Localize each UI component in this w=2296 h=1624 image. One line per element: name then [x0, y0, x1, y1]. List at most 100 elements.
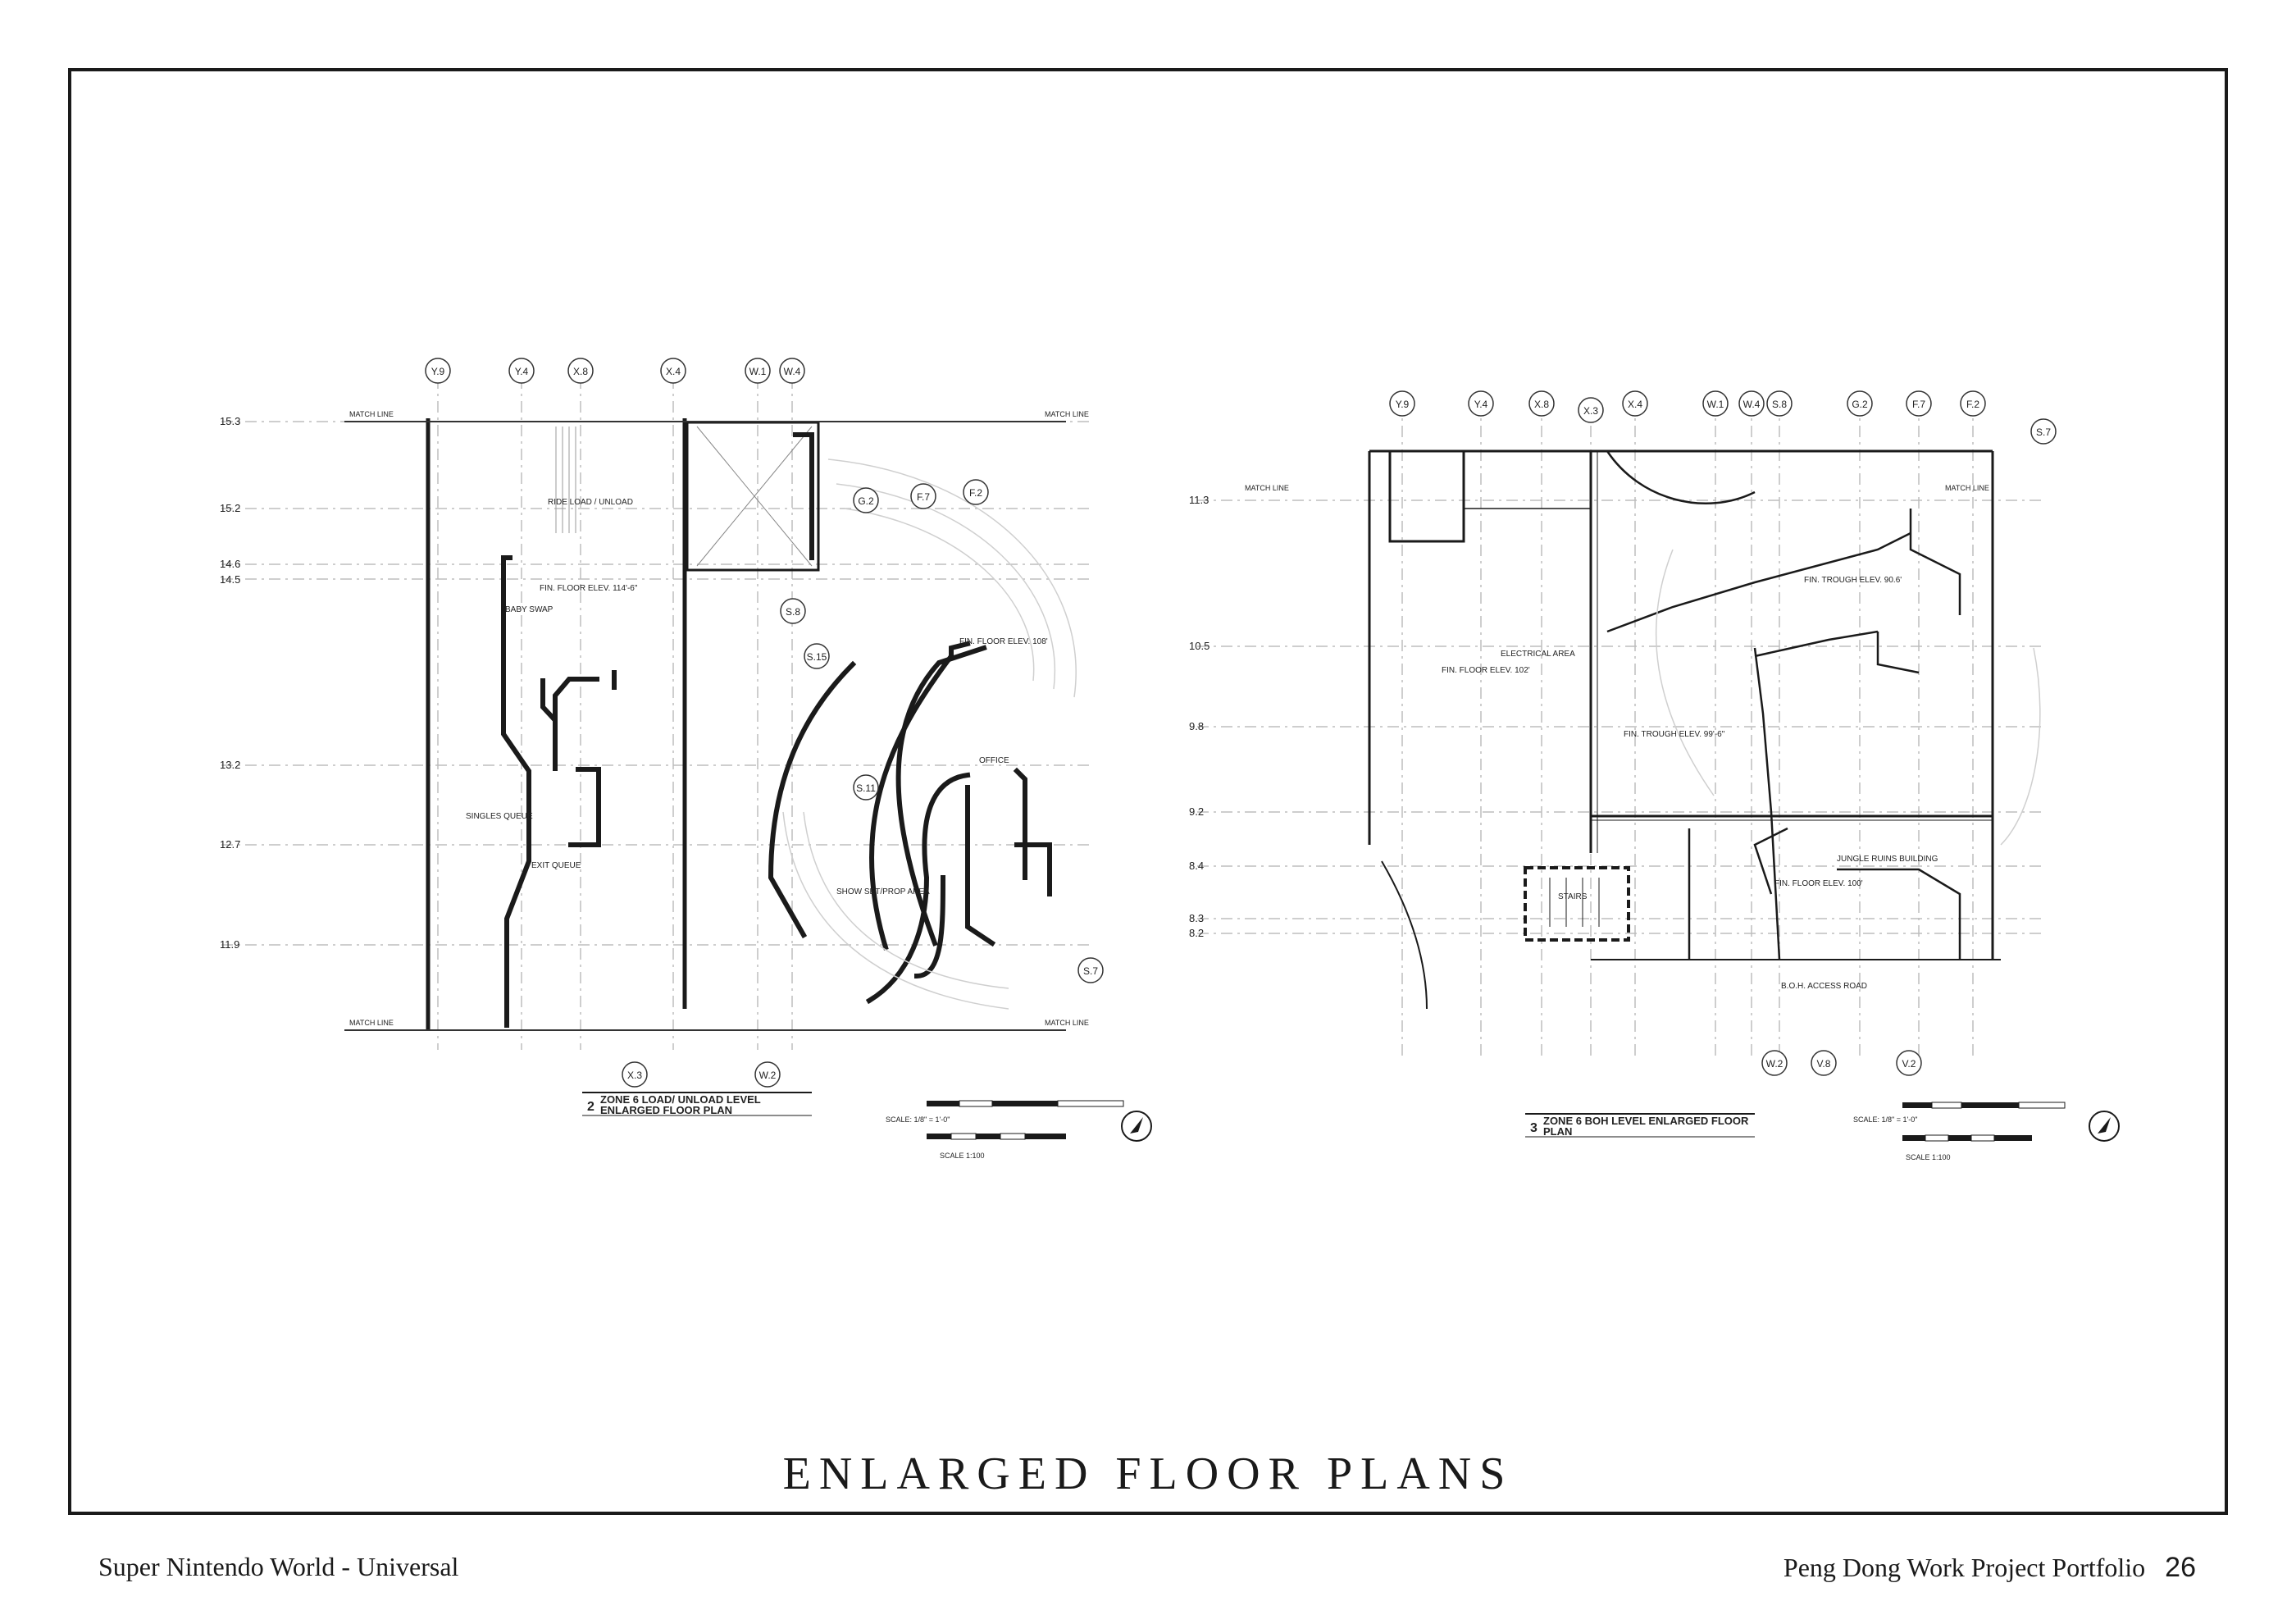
grid-label: S.7 — [2036, 427, 2051, 438]
match-line-label: MATCH LINE — [349, 1019, 394, 1027]
grid-label: G.2 — [1852, 399, 1868, 410]
room-labels: FIN. FLOOR ELEV. 114'-6" BABY SWAP SINGL… — [466, 498, 1048, 896]
room-label: OFFICE — [979, 756, 1009, 765]
room-label: FIN. FLOOR ELEV. 114'-6" — [540, 584, 638, 593]
row-label: 9.8 — [1189, 720, 1204, 732]
grid-bubbles-interior: G.2 F.7 F.2 S.8 S.15 S.11 S.7 — [780, 479, 1104, 983]
interior-walls — [1381, 450, 1961, 1010]
room-label: FIN. TROUGH ELEV. 90.6' — [1804, 576, 1902, 585]
plan-title-line2: PLAN — [1543, 1125, 1572, 1138]
footer-portfolio-name: Peng Dong Work Project Portfolio — [1783, 1553, 2146, 1582]
grid-label: V.2 — [1902, 1058, 1916, 1070]
grid-label: Y.4 — [515, 366, 529, 377]
hatched-band — [555, 427, 576, 533]
grid-label: X.3 — [1583, 405, 1598, 417]
room-label: B.O.H. ACCESS ROAD — [1781, 982, 1867, 991]
page-frame — [68, 68, 2228, 1515]
grid-label: W.1 — [749, 366, 767, 377]
grid-label: F.7 — [917, 491, 930, 503]
room-label: FIN. FLOOR ELEV. 100' — [1774, 879, 1863, 888]
scale-label: SCALE: 1/8" = 1'-0" — [886, 1115, 950, 1124]
match-line-label: MATCH LINE — [1045, 410, 1089, 418]
grid-label: X.8 — [1534, 399, 1549, 410]
row-label: 8.3 — [1189, 912, 1204, 924]
match-line-label: MATCH LINE — [1245, 484, 1289, 492]
grid-label: W.4 — [1743, 399, 1761, 410]
outer-walls — [1368, 449, 2001, 960]
plan-title-line1: ZONE 6 BOH LEVEL ENLARGED FLOOR — [1543, 1115, 1749, 1127]
stair-enclosure — [1524, 866, 1630, 942]
north-arrow-icon — [2089, 1111, 2120, 1142]
room-label: FIN. FLOOR ELEV. 102' — [1442, 666, 1530, 675]
row-label: 15.2 — [220, 502, 240, 514]
grid-label: S.8 — [1772, 399, 1787, 410]
title-block: 3 ZONE 6 BOH LEVEL ENLARGED FLOOR PLAN — [1525, 1113, 1755, 1138]
match-line-label: MATCH LINE — [349, 410, 394, 418]
room-label: SHOW SET/PROP AREA — [836, 887, 930, 896]
room-label: STAIRS — [1558, 892, 1588, 901]
floor-plan-right: Y.9 Y.4 X.8 X.3 X.4 W.1 W.4 S.8 G.2 F.7 … — [1189, 390, 2120, 1161]
match-line-labels: MATCH LINE MATCH LINE MATCH LINE MATCH L… — [349, 410, 1089, 1027]
grid-label: S.11 — [856, 782, 876, 794]
row-label: 14.5 — [220, 573, 240, 586]
match-line-label: MATCH LINE — [1045, 1019, 1089, 1027]
grid-bubbles-bottom: X.3 W.2 — [622, 1061, 781, 1088]
row-labels: 15.3 15.2 14.6 14.5 13.2 12.7 11.9 — [220, 415, 240, 951]
grid-label: W.1 — [1707, 399, 1724, 410]
room-label: ELECTRICAL AREA — [1501, 650, 1575, 659]
room-labels: FIN. FLOOR ELEV. 102' FIN. TROUGH ELEV. … — [1442, 576, 1938, 991]
scale-label: SCALE: 1/8" = 1'-0" — [1853, 1115, 1917, 1124]
room-label: FIN. FLOOR ELEV. 108' — [959, 637, 1048, 646]
curved-track — [1655, 549, 2041, 846]
grid-label: W.2 — [759, 1070, 777, 1081]
floor-plan-left: Y.9 Y.4 X.8 X.4 W.1 W.4 X.3 W.2 G.2 F.7 … — [220, 358, 1152, 1160]
room-label: RIDE LOAD / UNLOAD — [548, 498, 633, 507]
grid-bubbles-top: Y.9 Y.4 X.8 X.3 X.4 W.1 W.4 S.8 G.2 F.7 … — [1389, 390, 2057, 445]
plan-title-line2: ENLARGED FLOOR PLAN — [600, 1104, 732, 1116]
plan-number: 2 — [587, 1100, 594, 1114]
grid-label: Y.9 — [1396, 399, 1410, 410]
grid-label: S.7 — [1083, 965, 1098, 977]
footer-project-name: Super Nintendo World - Universal — [98, 1552, 459, 1581]
grid-lines — [1197, 402, 2042, 1058]
scale-metric-label: SCALE 1:100 — [1906, 1153, 1951, 1161]
grid-label: X.8 — [573, 366, 588, 377]
grid-label: S.15 — [807, 651, 827, 663]
outer-walls — [426, 418, 820, 1030]
grid-label: V.8 — [1817, 1058, 1831, 1070]
grid-label: X.3 — [627, 1070, 642, 1081]
row-label: 8.4 — [1189, 860, 1204, 872]
row-label: 9.2 — [1189, 805, 1204, 818]
north-arrow-icon — [1121, 1111, 1152, 1142]
room-label: EXIT QUEUE — [531, 861, 581, 870]
scale-metric-label: SCALE 1:100 — [940, 1152, 985, 1160]
row-label: 8.2 — [1189, 927, 1204, 939]
room-label: SINGLES QUEUE — [466, 812, 533, 821]
interior-walls — [501, 432, 1052, 1028]
row-label: 12.7 — [220, 838, 240, 851]
grid-label: W.2 — [1766, 1058, 1784, 1070]
row-label: 15.3 — [220, 415, 240, 427]
grid-bubbles-bottom: W.2 V.8 V.2 — [1761, 1050, 1922, 1076]
row-label: 10.5 — [1189, 640, 1210, 652]
grid-label: F.2 — [969, 487, 982, 499]
row-labels: 11.3 10.5 9.8 9.2 8.4 8.3 8.2 — [1189, 494, 1210, 939]
page-number: 26 — [2165, 1552, 2196, 1583]
row-label: 14.6 — [220, 558, 240, 570]
grid-label: F.7 — [1912, 399, 1925, 410]
grid-label: X.4 — [666, 366, 681, 377]
row-label: 11.3 — [1189, 494, 1209, 506]
match-line-label: MATCH LINE — [1945, 484, 1989, 492]
room-label: BABY SWAP — [505, 605, 554, 614]
room-label: JUNGLE RUINS BUILDING — [1837, 855, 1938, 864]
grid-label: G.2 — [858, 495, 874, 507]
row-label: 11.9 — [220, 938, 239, 951]
match-lines — [344, 421, 1066, 1031]
grid-lines — [221, 377, 1091, 1050]
title-block: 2 ZONE 6 LOAD/ UNLOAD LEVEL ENLARGED FLO… — [582, 1092, 812, 1116]
footer-right: Peng Dong Work Project Portfolio 26 — [1784, 1552, 2196, 1584]
plan-title-line1: ZONE 6 LOAD/ UNLOAD LEVEL — [600, 1093, 761, 1106]
grid-label: W.4 — [784, 366, 801, 377]
grid-label: X.4 — [1628, 399, 1642, 410]
page-title: ENLARGED FLOOR PLANS — [782, 1448, 1514, 1499]
